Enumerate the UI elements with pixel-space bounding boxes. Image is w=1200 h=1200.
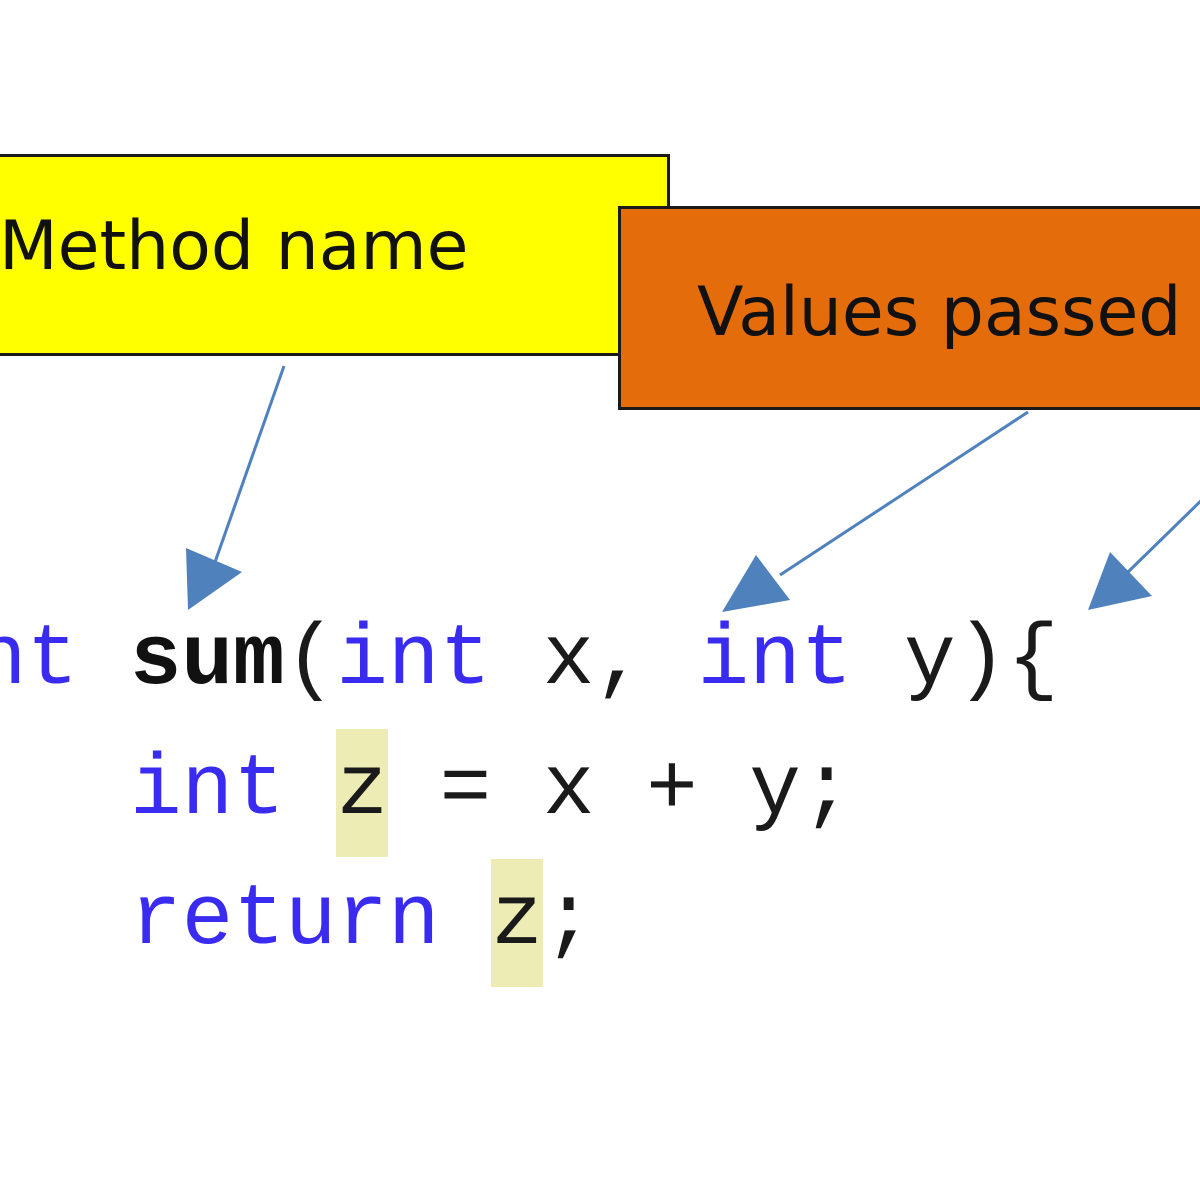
values-passed-arrow-y-shaft <box>1126 499 1200 574</box>
values-passed-callout-label: Values passed <box>697 272 1182 352</box>
return-type-keyword: nt <box>0 611 79 709</box>
param-y-token: y) <box>903 611 1008 709</box>
code-line-assignment: int z = x + y; <box>130 729 853 857</box>
method-name-token: sum <box>129 611 285 709</box>
param-x-type-keyword: int <box>336 611 492 709</box>
int-keyword: int <box>130 741 285 839</box>
sum-expression: = x + y; <box>439 741 853 839</box>
values-passed-arrowhead-x <box>722 555 790 612</box>
method-name-arrowhead <box>186 548 242 610</box>
open-brace-token: { <box>1007 611 1059 709</box>
param-x-token: x, <box>542 611 646 709</box>
values-passed-arrowhead-y <box>1088 552 1152 610</box>
open-paren-token: ( <box>284 611 337 709</box>
return-variable-z-highlighted: z <box>491 859 543 987</box>
code-line-return: return z; <box>130 859 595 987</box>
values-passed-callout: Values passed <box>618 206 1200 410</box>
variable-z-highlighted: z <box>336 729 389 857</box>
values-passed-arrow-x-shaft <box>779 410 1029 577</box>
method-name-arrow-shaft <box>212 365 286 566</box>
method-name-callout-label: Method name <box>0 206 469 286</box>
param-y-type-keyword: int <box>697 611 853 709</box>
code-line-signature: nt sum(int x, int y){ <box>0 610 1059 710</box>
return-keyword: return <box>130 871 440 969</box>
semicolon-token: ; <box>542 871 595 969</box>
method-name-callout: Method name <box>0 154 670 356</box>
